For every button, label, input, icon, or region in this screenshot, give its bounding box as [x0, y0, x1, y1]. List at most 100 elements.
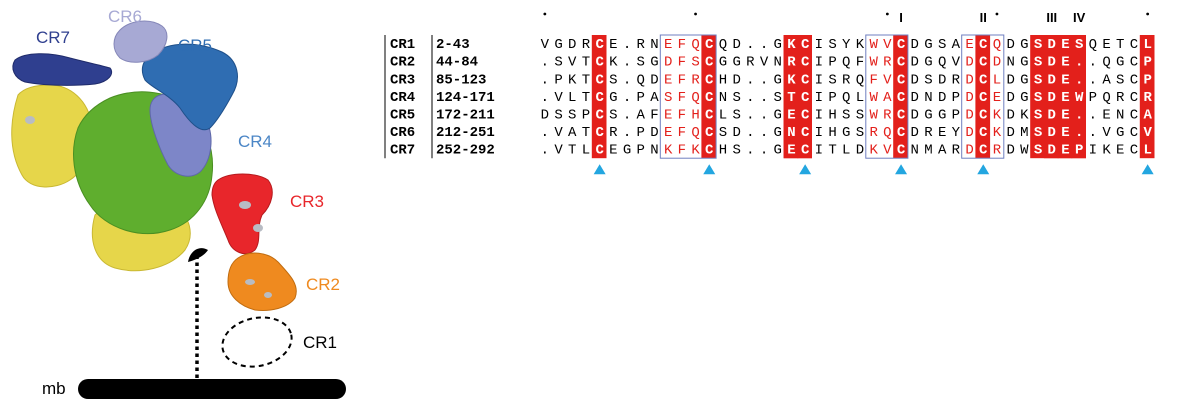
residue: D: [1048, 72, 1056, 88]
residue: D: [965, 72, 973, 88]
residue: F: [678, 90, 686, 106]
residue: A: [650, 90, 659, 106]
residue: D: [938, 72, 946, 88]
residue: D: [1006, 125, 1014, 141]
residue: .: [760, 72, 768, 88]
residue: K: [993, 125, 1002, 141]
residue: R: [1116, 90, 1125, 106]
residue: C: [979, 108, 988, 124]
residue: N: [1116, 108, 1124, 124]
residue: S: [732, 108, 740, 124]
residue: C: [705, 55, 714, 71]
residue: .: [760, 125, 768, 141]
residue: G: [1116, 55, 1124, 71]
residue: E: [1102, 37, 1110, 53]
residue: G: [1020, 90, 1028, 106]
residue: E: [787, 143, 795, 159]
conserved-column: [1139, 35, 1155, 159]
residue: V: [883, 72, 892, 88]
residue: .: [1089, 72, 1097, 88]
residue: C: [595, 125, 604, 141]
position-dot: [1146, 12, 1150, 16]
residue: C: [1130, 90, 1138, 106]
residue: A: [938, 143, 947, 159]
residue: G: [842, 125, 850, 141]
residue: Q: [842, 90, 850, 106]
residue: C: [897, 143, 906, 159]
residue: E: [787, 108, 795, 124]
row-name: CR1: [390, 37, 415, 53]
residue: C: [595, 143, 604, 159]
residue: D: [965, 55, 973, 71]
residue: D: [911, 125, 919, 141]
cysteine-marker-icon: [977, 164, 990, 175]
row-name: CR3: [390, 72, 415, 88]
residue: W: [869, 90, 878, 106]
residue: S: [856, 108, 864, 124]
label-cr3: CR3: [290, 192, 324, 211]
residue: V: [883, 143, 892, 159]
residue: D: [650, 125, 658, 141]
residue: G: [924, 37, 932, 53]
conserved-column: [893, 35, 908, 159]
row-range: 252-292: [436, 143, 495, 159]
residue: .: [746, 125, 754, 141]
residue: C: [897, 90, 906, 106]
residue: N: [650, 143, 658, 159]
residue: L: [568, 90, 576, 106]
surface-patches: [25, 116, 272, 298]
residue: K: [856, 37, 865, 53]
residue: .: [541, 90, 549, 106]
residue: D: [911, 37, 919, 53]
residue: .: [746, 37, 754, 53]
residue: .: [623, 72, 631, 88]
residue: F: [678, 37, 686, 53]
residue: N: [787, 125, 795, 141]
residue: T: [582, 125, 590, 141]
residue: C: [705, 108, 714, 124]
residue: C: [897, 37, 906, 53]
residue: S: [1034, 143, 1042, 159]
row-range: 212-251: [436, 125, 495, 141]
residue: S: [1116, 72, 1124, 88]
residue: F: [678, 108, 686, 124]
conserved-block-ci: [783, 35, 812, 159]
residue: S: [856, 125, 864, 141]
residue: .: [541, 55, 549, 71]
residue: C: [705, 90, 714, 106]
residue: D: [732, 125, 740, 141]
residue: E: [609, 37, 617, 53]
residue: R: [691, 72, 700, 88]
cr3-domain: [211, 173, 273, 255]
residue: D: [1006, 108, 1014, 124]
residue: D: [965, 108, 973, 124]
residue: G: [650, 55, 658, 71]
residue: S: [842, 108, 850, 124]
residue: D: [1006, 90, 1014, 106]
residue: Q: [691, 125, 699, 141]
residue: P: [828, 90, 836, 106]
residue: P: [952, 108, 960, 124]
residue: M: [1020, 125, 1028, 141]
residue: K: [609, 55, 618, 71]
label-cr6: CR6: [108, 7, 142, 26]
residue: K: [568, 72, 577, 88]
residue: D: [650, 72, 658, 88]
residue: N: [924, 90, 932, 106]
residue: A: [637, 108, 646, 124]
residue: D: [911, 55, 919, 71]
residue: R: [787, 55, 796, 71]
row-name: CR5: [390, 108, 415, 124]
row-range: 85-123: [436, 72, 486, 88]
residue: .: [760, 90, 768, 106]
roman-mark: IV: [1073, 10, 1086, 25]
residue: .: [1089, 125, 1097, 141]
residue: I: [815, 125, 823, 141]
similarity-box: [865, 34, 909, 159]
residue: D: [732, 72, 740, 88]
residue: E: [1061, 72, 1069, 88]
residue: P: [952, 90, 960, 106]
row-range: 172-211: [436, 108, 495, 124]
residue: S: [554, 108, 562, 124]
residue: .: [760, 37, 768, 53]
